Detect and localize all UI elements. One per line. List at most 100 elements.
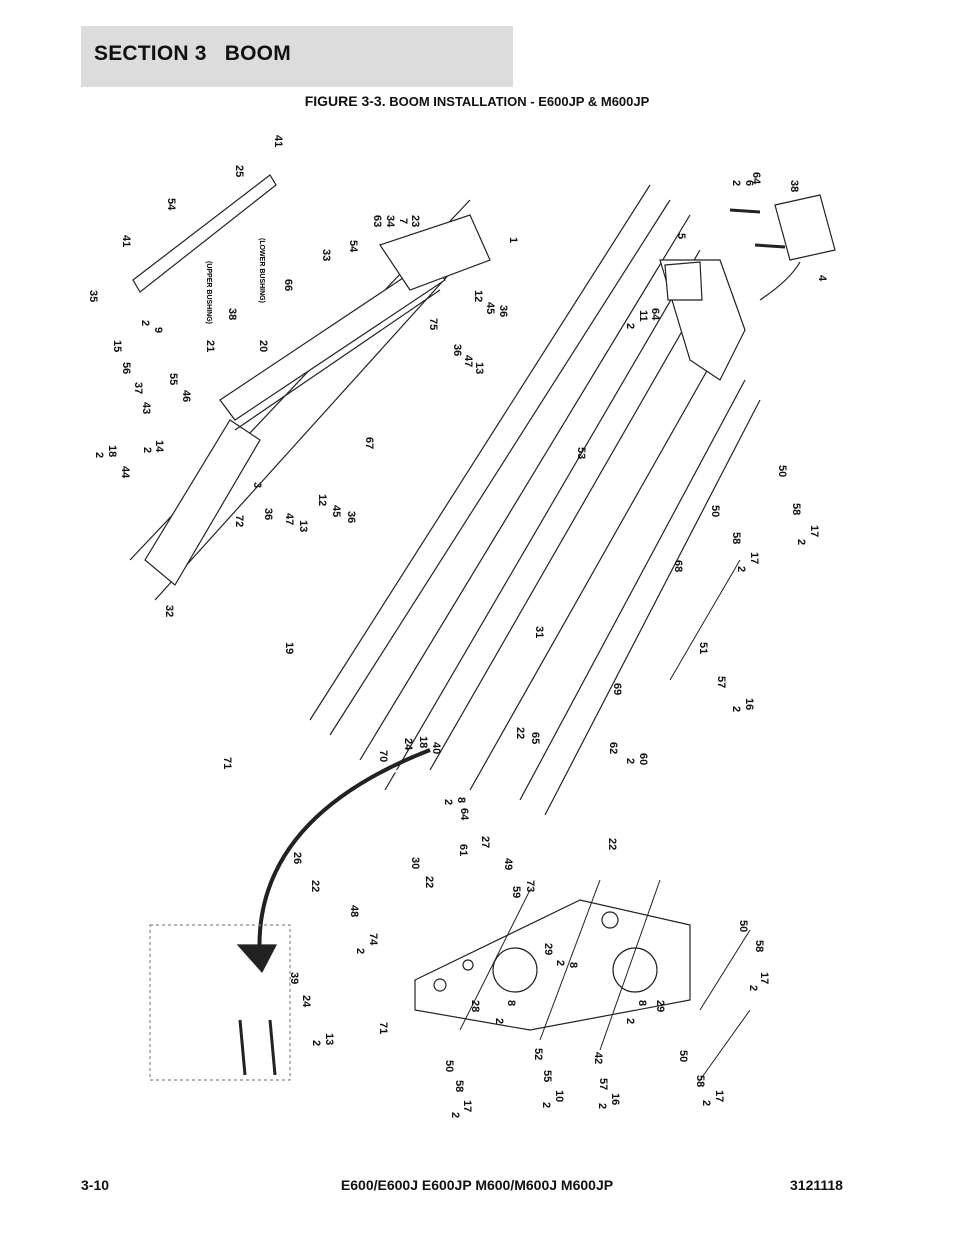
callout-label: 8	[505, 1000, 517, 1006]
callout-label: 50	[737, 920, 749, 932]
callout-label: 20	[257, 340, 269, 352]
page-number: 3-10	[81, 1177, 110, 1193]
figure-caption: FIGURE 3-3. BOOM INSTALLATION - E600JP &…	[0, 93, 954, 109]
callout-label: 2	[141, 447, 153, 453]
callout-labels: 25 41 54 41 35 63 34 7 23 1 33 54 66 21 …	[87, 135, 828, 1118]
callout-label: 24	[402, 738, 414, 751]
callout-label: 12	[316, 494, 328, 506]
callout-label: 31	[533, 626, 545, 638]
callout-label: 16	[609, 1093, 621, 1105]
callout-label: 34	[384, 215, 396, 228]
callout-label: 71	[221, 757, 233, 769]
callout-label: 35	[87, 290, 99, 302]
callout-label: 10	[553, 1090, 565, 1102]
callout-label: 64	[750, 172, 762, 185]
callout-label: 17	[758, 972, 770, 984]
callout-label: 28	[469, 1000, 481, 1012]
callout-label: 56	[120, 362, 132, 374]
callout-label: 2	[554, 960, 566, 966]
callout-label: 16	[743, 698, 755, 710]
callout-label: 2	[624, 1018, 636, 1024]
callout-label: 62	[607, 742, 619, 754]
callout-label: 2	[624, 323, 636, 329]
callout-label: 75	[427, 318, 439, 330]
callout-label: 43	[140, 402, 152, 414]
callout-label: 26	[291, 852, 303, 864]
callout-label: 73	[524, 880, 536, 892]
callout-label: 66	[282, 279, 294, 291]
callout-label: 2	[795, 539, 807, 545]
callout-label: 41	[120, 235, 132, 247]
callout-label: 50	[776, 465, 788, 477]
callout-label: 8	[636, 1000, 648, 1006]
callout-label: 47	[283, 513, 295, 525]
callout-label: 17	[808, 525, 820, 537]
callout-label: 36	[345, 511, 357, 523]
callout-label: 55	[167, 373, 179, 385]
callout-label: 44	[119, 466, 131, 479]
callout-label: 14	[153, 440, 165, 453]
callout-label: 50	[677, 1050, 689, 1062]
callout-label: 40	[430, 742, 442, 754]
upper-bushing-label: (UPPER BUSHING)	[205, 261, 212, 324]
callout-label: 25	[233, 165, 245, 177]
callout-label: 55	[541, 1070, 553, 1082]
callout-label: 18	[106, 445, 118, 457]
callout-label: 18	[417, 736, 429, 748]
callout-label: 54	[347, 240, 359, 253]
callout-label: 38	[788, 180, 800, 192]
callout-label: 64	[458, 808, 470, 821]
callout-label: 47	[462, 355, 474, 367]
callout-label: 42	[592, 1052, 604, 1064]
callout-label: 22	[606, 838, 618, 850]
callout-label: 64	[649, 308, 661, 321]
callout-label: 2	[493, 1018, 505, 1024]
callout-label: 2	[730, 706, 742, 712]
callout-label: 70	[377, 750, 389, 762]
callout-label: 22	[514, 727, 526, 739]
callout-label: 2	[730, 180, 742, 186]
callout-label: 15	[111, 340, 123, 352]
callout-label: 48	[348, 905, 360, 917]
callout-label: 49	[502, 858, 514, 870]
callout-label: 58	[790, 503, 802, 515]
callout-label: 74	[367, 933, 379, 946]
callout-label: 29	[542, 943, 554, 955]
callout-label: 4	[816, 275, 828, 282]
callout-label: 17	[461, 1100, 473, 1112]
callout-label: 13	[297, 520, 309, 532]
diagram-linework	[129, 174, 836, 1081]
document-part-number: 3121118	[790, 1177, 843, 1193]
callout-label: 27	[479, 836, 491, 848]
callout-label: 3	[251, 482, 263, 488]
callout-label: 2	[735, 566, 747, 572]
callout-label: 57	[597, 1078, 609, 1090]
section-title: SECTION 3 BOOM	[94, 42, 291, 65]
callout-label: 61	[457, 844, 469, 856]
callout-label: 52	[532, 1048, 544, 1060]
callout-label: 13	[323, 1033, 335, 1045]
callout-label: 2	[624, 758, 636, 764]
callout-label: 54	[165, 198, 177, 211]
callout-label: 36	[451, 344, 463, 356]
callout-label: 1	[507, 237, 519, 243]
callout-label: 8	[455, 797, 467, 803]
callout-label: 53	[575, 447, 587, 459]
callout-label: 63	[371, 215, 383, 227]
callout-label: 38	[226, 308, 238, 320]
figure-caption-text: BOOM INSTALLATION - E600JP & M600JP	[385, 94, 650, 109]
callout-label: 46	[180, 390, 192, 402]
callout-label: 67	[363, 437, 375, 449]
callout-label: 2	[449, 1112, 461, 1118]
lower-bushing-label: (LOWER BUSHING)	[258, 238, 265, 303]
callout-label: 2	[442, 799, 454, 805]
callout-label: 41	[272, 135, 284, 147]
callout-label: 29	[654, 1000, 666, 1012]
section-banner: SECTION 3 BOOM	[81, 26, 513, 87]
callout-label: 45	[484, 302, 496, 314]
callout-label: 51	[697, 642, 709, 654]
callout-label: 2	[354, 948, 366, 954]
callout-label: 2	[540, 1102, 552, 1108]
callout-label: 24	[300, 995, 312, 1008]
callout-label: 11	[637, 310, 649, 322]
